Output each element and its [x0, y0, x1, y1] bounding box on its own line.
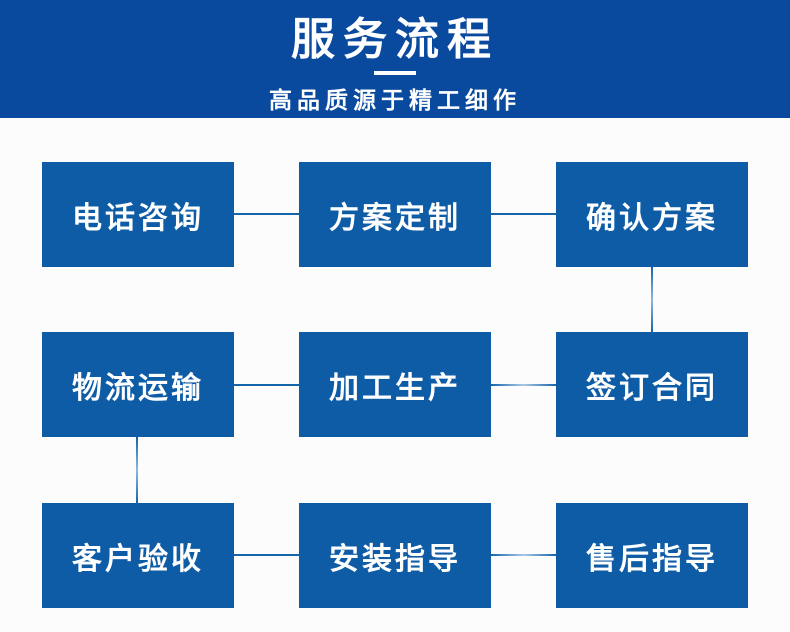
page-subtitle: 高品质源于精工细作: [269, 87, 521, 114]
step-plan-customization: 方案定制: [299, 162, 491, 267]
connector-confirm-to-contract: [651, 267, 653, 332]
connector-plan-to-confirm: [491, 213, 556, 215]
connector-installation-to-aftersales: [491, 554, 556, 556]
header-banner: 服务流程 高品质源于精工细作: [0, 0, 790, 118]
step-processing-production: 加工生产: [299, 332, 491, 437]
step-phone-consultation: 电话咨询: [42, 162, 234, 267]
step-plan-confirmation: 确认方案: [556, 162, 748, 267]
page-title: 服务流程: [291, 15, 499, 64]
connector-acceptance-to-installation: [234, 554, 299, 556]
connector-contract-to-production: [491, 384, 556, 386]
connector-logistics-to-acceptance: [136, 437, 138, 503]
connector-phone-to-plan: [234, 213, 299, 215]
step-logistics-transport: 物流运输: [42, 332, 234, 437]
step-customer-acceptance: 客户验收: [42, 503, 234, 608]
title-divider: [374, 71, 416, 76]
connector-production-to-logistics: [234, 384, 299, 386]
step-after-sales-guidance: 售后指导: [556, 503, 748, 608]
step-installation-guidance: 安装指导: [299, 503, 491, 608]
step-contract-signing: 签订合同: [556, 332, 748, 437]
